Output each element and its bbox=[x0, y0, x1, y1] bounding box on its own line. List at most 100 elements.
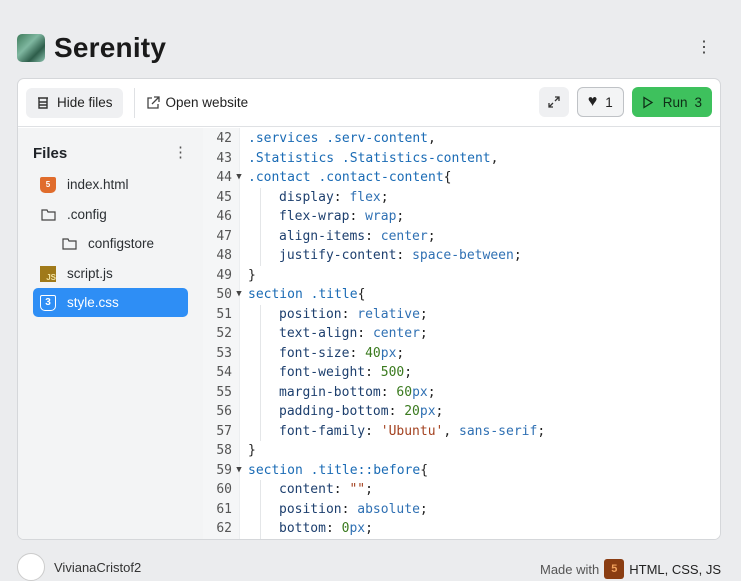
fold-spacer bbox=[232, 402, 246, 422]
js-icon: JS bbox=[40, 265, 56, 282]
fold-toggle-icon[interactable]: ▼ bbox=[236, 289, 242, 299]
code-line: 59 ▼ section .title::before{ bbox=[203, 461, 428, 481]
external-link-icon bbox=[146, 95, 160, 109]
author-link[interactable]: VivianaCristof2 bbox=[54, 559, 142, 575]
fold-toggle-icon[interactable]: ▼ bbox=[236, 172, 242, 182]
code-token: relative bbox=[357, 306, 420, 322]
line-number: 53 bbox=[216, 345, 232, 361]
files-heading: Files bbox=[33, 145, 68, 162]
code-text: font-weight: 500; bbox=[246, 363, 412, 383]
line-number: 47 bbox=[216, 228, 232, 244]
code-token: ; bbox=[419, 306, 428, 322]
user-avatar[interactable] bbox=[17, 553, 45, 581]
file-script-js[interactable]: JS script.js bbox=[33, 259, 188, 288]
code-token: margin-bottom bbox=[279, 384, 381, 400]
project-thumbnail bbox=[17, 34, 45, 62]
line-number: 55 bbox=[216, 384, 232, 400]
code-text: } bbox=[246, 266, 256, 286]
fold-spacer bbox=[232, 149, 246, 169]
code-token: px bbox=[349, 521, 366, 536]
code-token: sans-serif bbox=[459, 423, 538, 439]
html5-icon: 5 bbox=[40, 176, 56, 193]
code-text: font-size: 40px; bbox=[246, 344, 404, 364]
code-text: text-align: center; bbox=[246, 324, 428, 344]
line-number: 45 bbox=[216, 189, 232, 205]
code-token: ; bbox=[365, 521, 373, 536]
open-website-link[interactable]: Open website bbox=[143, 88, 252, 118]
code-token: { bbox=[443, 170, 452, 185]
footer: VivianaCristof2 Made with 5 HTML, CSS, J… bbox=[17, 553, 721, 581]
fold-toggle-icon[interactable]: ▼ bbox=[236, 464, 242, 475]
code-token: ; bbox=[419, 501, 428, 517]
code-text: font-family: 'Ubuntu', sans-serif; bbox=[246, 422, 545, 442]
code-text: align-items: center; bbox=[246, 227, 436, 247]
code-token: font-weight bbox=[279, 365, 366, 380]
file-style-css[interactable]: 3 style.css bbox=[33, 288, 188, 317]
code-token: section .title::before bbox=[248, 462, 421, 478]
fold-spacer bbox=[232, 207, 246, 227]
code-token: "" bbox=[349, 482, 366, 497]
run-label: Run bbox=[662, 94, 688, 110]
code-token: { bbox=[357, 287, 366, 302]
fold-spacer bbox=[232, 305, 246, 325]
code-token: : bbox=[365, 228, 381, 244]
code-token: : bbox=[365, 365, 381, 380]
code-token: px bbox=[419, 404, 436, 419]
code-text: content: ""; bbox=[246, 480, 373, 500]
code-token: .contact .contact-content bbox=[248, 170, 444, 185]
code-token: flex bbox=[349, 189, 381, 205]
toolbar-divider bbox=[133, 87, 135, 118]
line-number: 48 bbox=[216, 248, 232, 263]
folder-configstore[interactable]: configstore bbox=[54, 229, 188, 258]
code-token: wrap bbox=[365, 209, 397, 224]
hide-files-button[interactable]: Hide files bbox=[26, 87, 123, 118]
fold-spacer bbox=[232, 227, 246, 247]
line-number: 44 bbox=[216, 170, 232, 185]
code-text: position: absolute; bbox=[246, 500, 428, 520]
fold-spacer bbox=[232, 266, 246, 286]
fold-spacer bbox=[232, 363, 246, 383]
code-token: 0 bbox=[341, 521, 350, 536]
more-options-icon[interactable]: ⋮ bbox=[696, 39, 712, 56]
code-token: ; bbox=[419, 326, 428, 341]
code-token: center bbox=[372, 326, 420, 341]
code-token: position bbox=[279, 306, 342, 322]
folder-config[interactable]: .config bbox=[33, 200, 188, 229]
code-token: : bbox=[333, 189, 350, 205]
line-number: 59 bbox=[216, 462, 232, 478]
code-token: px bbox=[412, 384, 428, 400]
code-token: bottom bbox=[279, 521, 326, 536]
heart-icon: ♥ bbox=[587, 93, 598, 110]
code-token: 'Ubuntu' bbox=[380, 423, 444, 439]
fold-spacer bbox=[232, 441, 246, 461]
code-editor[interactable]: 42.services .serv-content,43.Statistics … bbox=[203, 128, 720, 539]
line-number: 61 bbox=[216, 501, 232, 517]
play-icon bbox=[643, 95, 653, 109]
editor-card: Hide files Open website ♥ 1 Run 3 Files … bbox=[17, 78, 721, 540]
line-number: 51 bbox=[216, 306, 232, 322]
run-button[interactable]: Run 3 bbox=[631, 87, 712, 117]
file-label: index.html bbox=[67, 177, 129, 192]
like-button[interactable]: ♥ 1 bbox=[576, 87, 624, 117]
tech-label: HTML, CSS, JS bbox=[629, 561, 721, 577]
code-token: ; bbox=[427, 384, 436, 400]
code-token: 20 bbox=[404, 404, 420, 419]
code-text: bottom: 0px; bbox=[246, 519, 373, 539]
code-token: : bbox=[380, 384, 397, 400]
code-token: { bbox=[420, 462, 429, 478]
file-index-html[interactable]: 5 index.html bbox=[33, 170, 188, 199]
code-line: 61 position: absolute; bbox=[203, 500, 428, 520]
code-token: ; bbox=[404, 365, 413, 380]
files-options-icon[interactable]: ⋮ bbox=[173, 144, 188, 161]
code-token: , bbox=[490, 150, 499, 166]
code-token: : bbox=[349, 209, 366, 224]
code-token: ; bbox=[380, 189, 389, 205]
code-line: 43.Statistics .Statistics-content, bbox=[203, 149, 498, 169]
code-line: 42.services .serv-content, bbox=[203, 129, 436, 149]
fullscreen-button[interactable] bbox=[538, 87, 569, 117]
